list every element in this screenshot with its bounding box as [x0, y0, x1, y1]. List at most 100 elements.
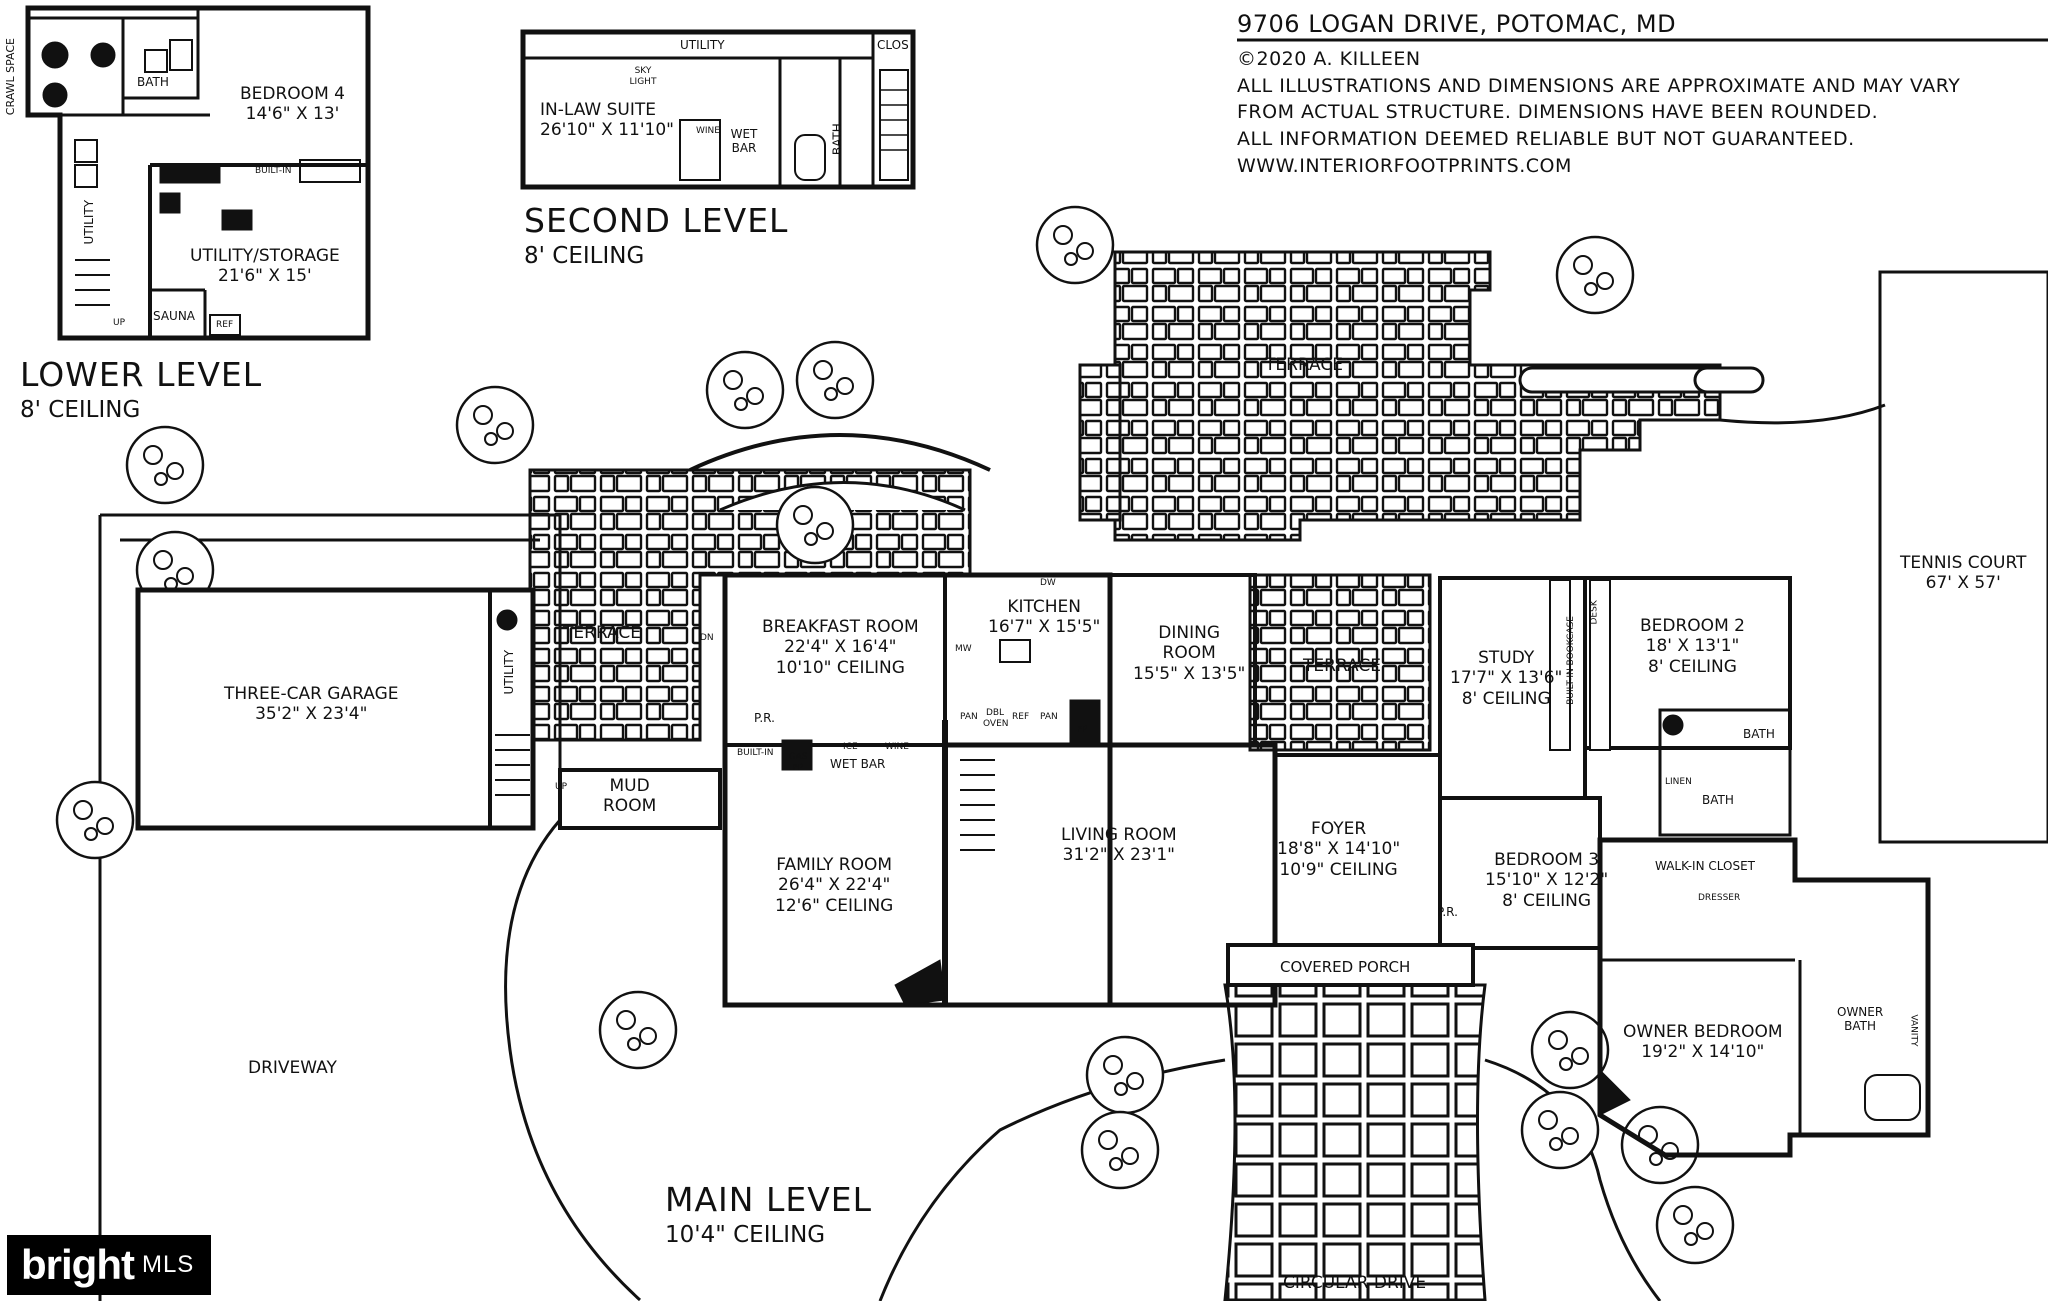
- second-bath-label: BATH: [830, 123, 845, 156]
- lower-built-in-label: BUILT-IN: [255, 166, 292, 176]
- dining-room-dims: 15'5" X 13'5": [1133, 663, 1246, 684]
- bedroom-4-label: BEDROOM 4 14'6" X 13': [240, 84, 345, 125]
- main-level-ceiling: 10'4" CEILING: [665, 1222, 826, 1248]
- second-level-title: SECOND LEVEL: [524, 201, 789, 240]
- driveway-label: DRIVEWAY: [248, 1058, 337, 1078]
- tennis-court-name: TENNIS COURT: [1900, 553, 2027, 573]
- garage-label: THREE-CAR GARAGE 35'2" X 23'4": [224, 684, 398, 725]
- dining-room-name-2: ROOM: [1162, 643, 1216, 664]
- dining-room-name-1: DINING: [1158, 623, 1221, 643]
- terrace-west-label: TERRACE: [563, 623, 642, 643]
- main-dbl-oven-label: DBL OVEN: [983, 708, 1009, 729]
- living-room-dims: 31'2" X 23'1": [1062, 845, 1175, 866]
- owner-bath-name-1: OWNER: [1837, 1005, 1884, 1019]
- front-walkway: [1223, 983, 1487, 1301]
- main-gas-fp-label: GAS FP: [788, 752, 808, 773]
- terrace-arch: [689, 433, 991, 472]
- dresser-label: DRESSER: [1698, 893, 1741, 903]
- second-wine-label: WINE: [696, 126, 720, 136]
- tennis-court-label: TENNIS COURT 67' X 57': [1900, 553, 2026, 594]
- circular-drive-label: CIRCULAR DRIVE: [1283, 1273, 1427, 1293]
- in-law-suite-name: IN-LAW SUITE: [540, 100, 657, 120]
- main-built-in-label: BUILT-IN: [737, 748, 774, 758]
- second-level-ceiling: 8' CEILING: [524, 243, 645, 269]
- study-ceiling: 8' CEILING: [1461, 688, 1551, 709]
- terrace-upper-label: TERRACE: [1265, 355, 1344, 375]
- disclaimer-line-1: ALL ILLUSTRATIONS AND DIMENSIONS ARE APP…: [1237, 75, 1961, 97]
- foyer-pr-label: P.R.: [1437, 905, 1458, 919]
- in-law-suite-dims: 26'10" X 11'10": [540, 120, 674, 141]
- center-terrace: [1248, 573, 1432, 752]
- family-room-ceiling: 12'6" CEILING: [775, 895, 894, 916]
- vanity-label: VANITY: [1908, 1014, 1919, 1047]
- foyer-dims: 18'8" X 14'10": [1277, 839, 1401, 860]
- study-name: STUDY: [1478, 648, 1535, 668]
- garage-dims: 35'2" X 23'4": [255, 704, 368, 725]
- owner-bedroom-name: OWNER BEDROOM: [1623, 1022, 1783, 1042]
- kitchen-name: KITCHEN: [1007, 597, 1081, 617]
- kitchen-dims: 16'7" X 15'5": [988, 617, 1101, 638]
- upper-terrace-arm: [1078, 363, 1122, 522]
- main-dw-label: DW: [1040, 578, 1056, 588]
- hall-bath-label: BATH: [1702, 793, 1734, 807]
- walk-in-closet-label: WALK-IN CLOSET: [1655, 859, 1755, 873]
- owner-bath-label: OWNER BATH: [1837, 1005, 1883, 1034]
- terrace-arch-inner: [719, 481, 966, 512]
- living-room-name: LIVING ROOM: [1061, 825, 1177, 845]
- bright-mls-suffix: MLS: [141, 1251, 195, 1278]
- study-label: STUDY 17'7" X 13'6" 8' CEILING: [1450, 648, 1562, 709]
- bedroom-2-bath-label: BATH: [1743, 727, 1775, 741]
- mud-room-name-1: MUD: [609, 776, 650, 796]
- garage-name: THREE-CAR GARAGE: [224, 684, 399, 704]
- skylight-label: SKY LIGHT: [629, 66, 657, 87]
- main-pr-label: P.R.: [754, 711, 775, 725]
- terrace-center-label: TERRACE: [1303, 656, 1382, 676]
- bedroom-3-ceiling: 8' CEILING: [1502, 890, 1592, 911]
- main-pan-label: PAN: [960, 712, 978, 722]
- upper-terrace: [1113, 250, 1722, 542]
- clos-label: CLOS: [877, 38, 909, 52]
- lower-utility-label: UTILITY: [82, 199, 97, 245]
- copyright-text: ©2020 A. KILLEEN: [1237, 48, 1421, 70]
- breakfast-room-label: BREAKFAST ROOM 22'4" X 16'4" 10'10" CEIL…: [762, 617, 919, 678]
- owner-bath-name-2: BATH: [1844, 1019, 1877, 1034]
- lower-ref-label: REF: [216, 320, 234, 330]
- owner-bedroom-label: OWNER BEDROOM 19'2" X 14'10": [1623, 1022, 1783, 1063]
- main-mw-label: MW: [955, 644, 972, 654]
- lower-level-plan: [25, 5, 371, 341]
- main-wet-bar-label: WET BAR: [830, 757, 886, 771]
- mud-room-label: MUD ROOM: [603, 776, 656, 817]
- lower-level-ceiling: 8' CEILING: [20, 397, 141, 423]
- second-utility-label: UTILITY: [680, 38, 725, 52]
- bedroom-3-dims: 15'10" X 12'2": [1485, 870, 1609, 891]
- breakfast-room-name: BREAKFAST ROOM: [762, 617, 919, 637]
- utility-storage-label: UTILITY/STORAGE 21'6" X 15': [190, 246, 340, 287]
- bedroom-4-name: BEDROOM 4: [240, 84, 345, 104]
- family-room-label: FAMILY ROOM 26'4" X 22'4" 12'6" CEILING: [775, 855, 893, 916]
- linen-label: LINEN: [1665, 777, 1692, 787]
- address-heading: 9706 LOGAN DRIVE, POTOMAC, MD: [1237, 10, 1677, 38]
- foyer-ceiling: 10'9" CEILING: [1279, 859, 1398, 880]
- website-text: WWW.INTERIORFOOTPRINTS.COM: [1237, 155, 1572, 177]
- bedroom-3-label: BEDROOM 3 15'10" X 12'2" 8' CEILING: [1485, 850, 1608, 911]
- disclaimer-line-3: ALL INFORMATION DEEMED RELIABLE BUT NOT …: [1237, 128, 1855, 150]
- breakfast-room-ceiling: 10'10" CEILING: [775, 657, 905, 678]
- main-level-title: MAIN LEVEL: [665, 1180, 873, 1219]
- crawl-space-label: CRAWL SPACE: [4, 38, 17, 116]
- west-terrace: [528, 468, 972, 742]
- foyer-label: FOYER 18'8" X 14'10" 10'9" CEILING: [1277, 819, 1400, 880]
- bedroom-2-name: BEDROOM 2: [1640, 616, 1745, 636]
- disclaimer-line-2: FROM ACTUAL STRUCTURE. DIMENSIONS HAVE B…: [1237, 101, 1879, 123]
- bright-mls-brand: bright: [21, 1241, 135, 1288]
- utility-storage-dims: 21'6" X 15': [218, 266, 312, 287]
- living-room-label: LIVING ROOM 31'2" X 23'1": [1061, 825, 1177, 866]
- breakfast-room-dims: 22'4" X 16'4": [784, 637, 897, 658]
- kitchen-label: KITCHEN 16'7" X 15'5": [988, 597, 1100, 638]
- mud-room-name-2: ROOM: [603, 796, 657, 817]
- foyer-name: FOYER: [1310, 819, 1367, 839]
- main-utility-label: UTILITY: [502, 649, 517, 695]
- second-level-plan: [520, 29, 916, 190]
- study-dims: 17'7" X 13'6": [1450, 668, 1563, 689]
- main-level-walls: [135, 572, 1931, 1158]
